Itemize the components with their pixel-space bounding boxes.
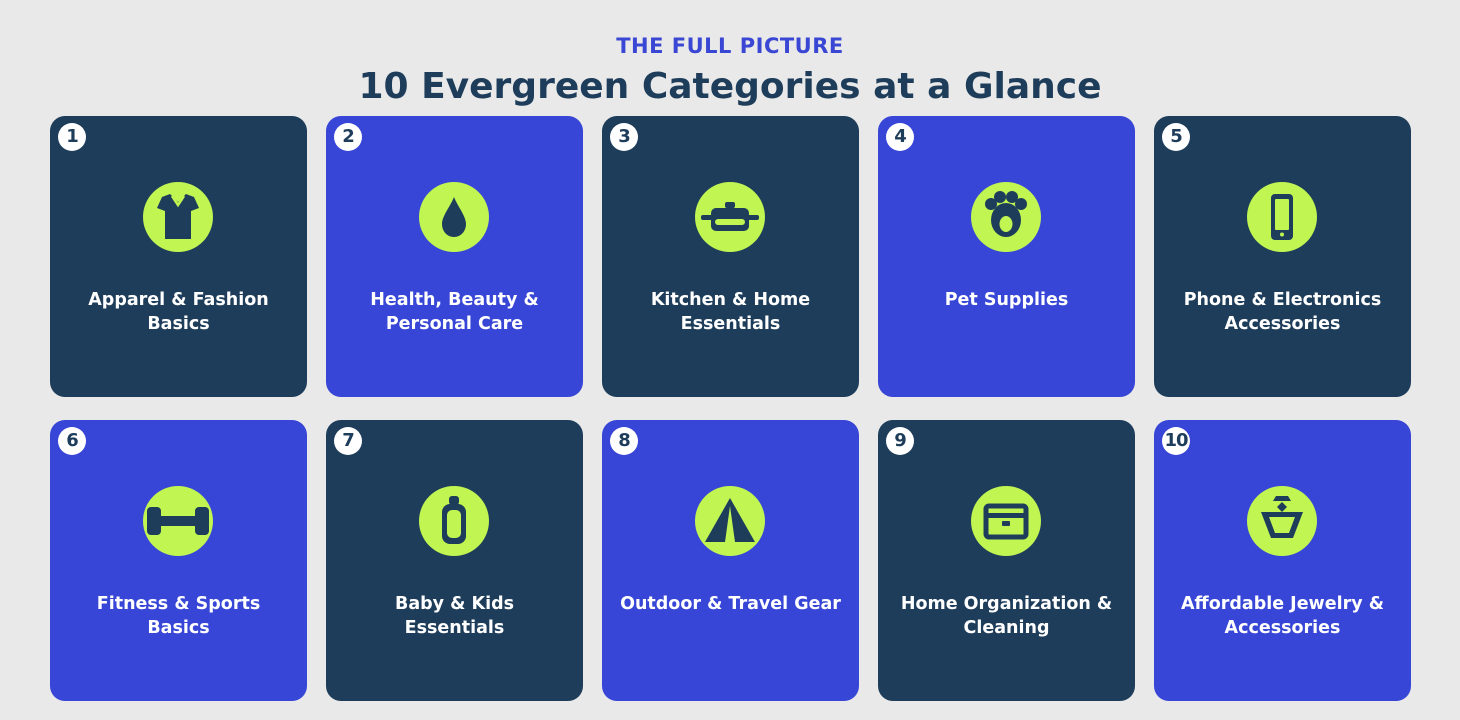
category-number: 3 [610, 123, 638, 151]
category-card-4: 4 Pet Supplies [878, 116, 1135, 397]
page-title: 10 Evergreen Categories at a Glance [358, 66, 1102, 107]
category-number: 9 [886, 427, 914, 455]
category-card-8: 8 Outdoor & Travel Gear [602, 420, 859, 701]
category-card-10: 10 Affordable Jewelry & Accessories [1154, 420, 1411, 701]
category-card-1: 1 Apparel & Fashion Basics [50, 116, 307, 397]
category-label: Pet Supplies [944, 290, 1069, 310]
smartphone-icon [1247, 182, 1317, 252]
category-grid: 1 Apparel & Fashion Basics 2 Health, Bea… [50, 116, 1411, 701]
category-card-3: 3 Kitchen & Home Essentials [602, 116, 859, 397]
category-card-7: 7 Baby & Kids Essentials [326, 420, 583, 701]
kicker: THE FULL PICTURE [616, 34, 844, 58]
category-label: Fitness & Sports Basics [96, 594, 261, 638]
category-number: 6 [58, 427, 86, 455]
category-label: Apparel & Fashion Basics [88, 290, 269, 334]
tshirt-icon [143, 182, 213, 252]
gem-icon [1247, 486, 1317, 556]
category-label: Affordable Jewelry & Accessories [1180, 594, 1384, 638]
category-card-9: 9 Home Organization & Cleaning [878, 420, 1135, 701]
category-label: Outdoor & Travel Gear [620, 594, 841, 614]
tent-icon [695, 486, 765, 556]
storage-box-icon [971, 486, 1041, 556]
dumbbell-icon [143, 486, 213, 556]
category-label: Baby & Kids Essentials [394, 594, 515, 638]
category-label: Phone & Electronics Accessories [1183, 290, 1382, 334]
pot-icon [695, 182, 765, 252]
category-label: Home Organization & Cleaning [900, 594, 1113, 638]
category-number: 10 [1162, 427, 1190, 455]
paw-icon [971, 182, 1041, 252]
category-card-6: 6 Fitness & Sports Basics [50, 420, 307, 701]
category-number: 2 [334, 123, 362, 151]
category-label: Health, Beauty & Personal Care [370, 290, 539, 334]
category-number: 5 [1162, 123, 1190, 151]
category-card-2: 2 Health, Beauty & Personal Care [326, 116, 583, 397]
category-number: 1 [58, 123, 86, 151]
category-number: 8 [610, 427, 638, 455]
category-number: 7 [334, 427, 362, 455]
category-card-5: 5 Phone & Electronics Accessories [1154, 116, 1411, 397]
baby-bottle-icon [419, 486, 489, 556]
category-number: 4 [886, 123, 914, 151]
droplet-icon [419, 182, 489, 252]
category-label: Kitchen & Home Essentials [650, 290, 811, 334]
